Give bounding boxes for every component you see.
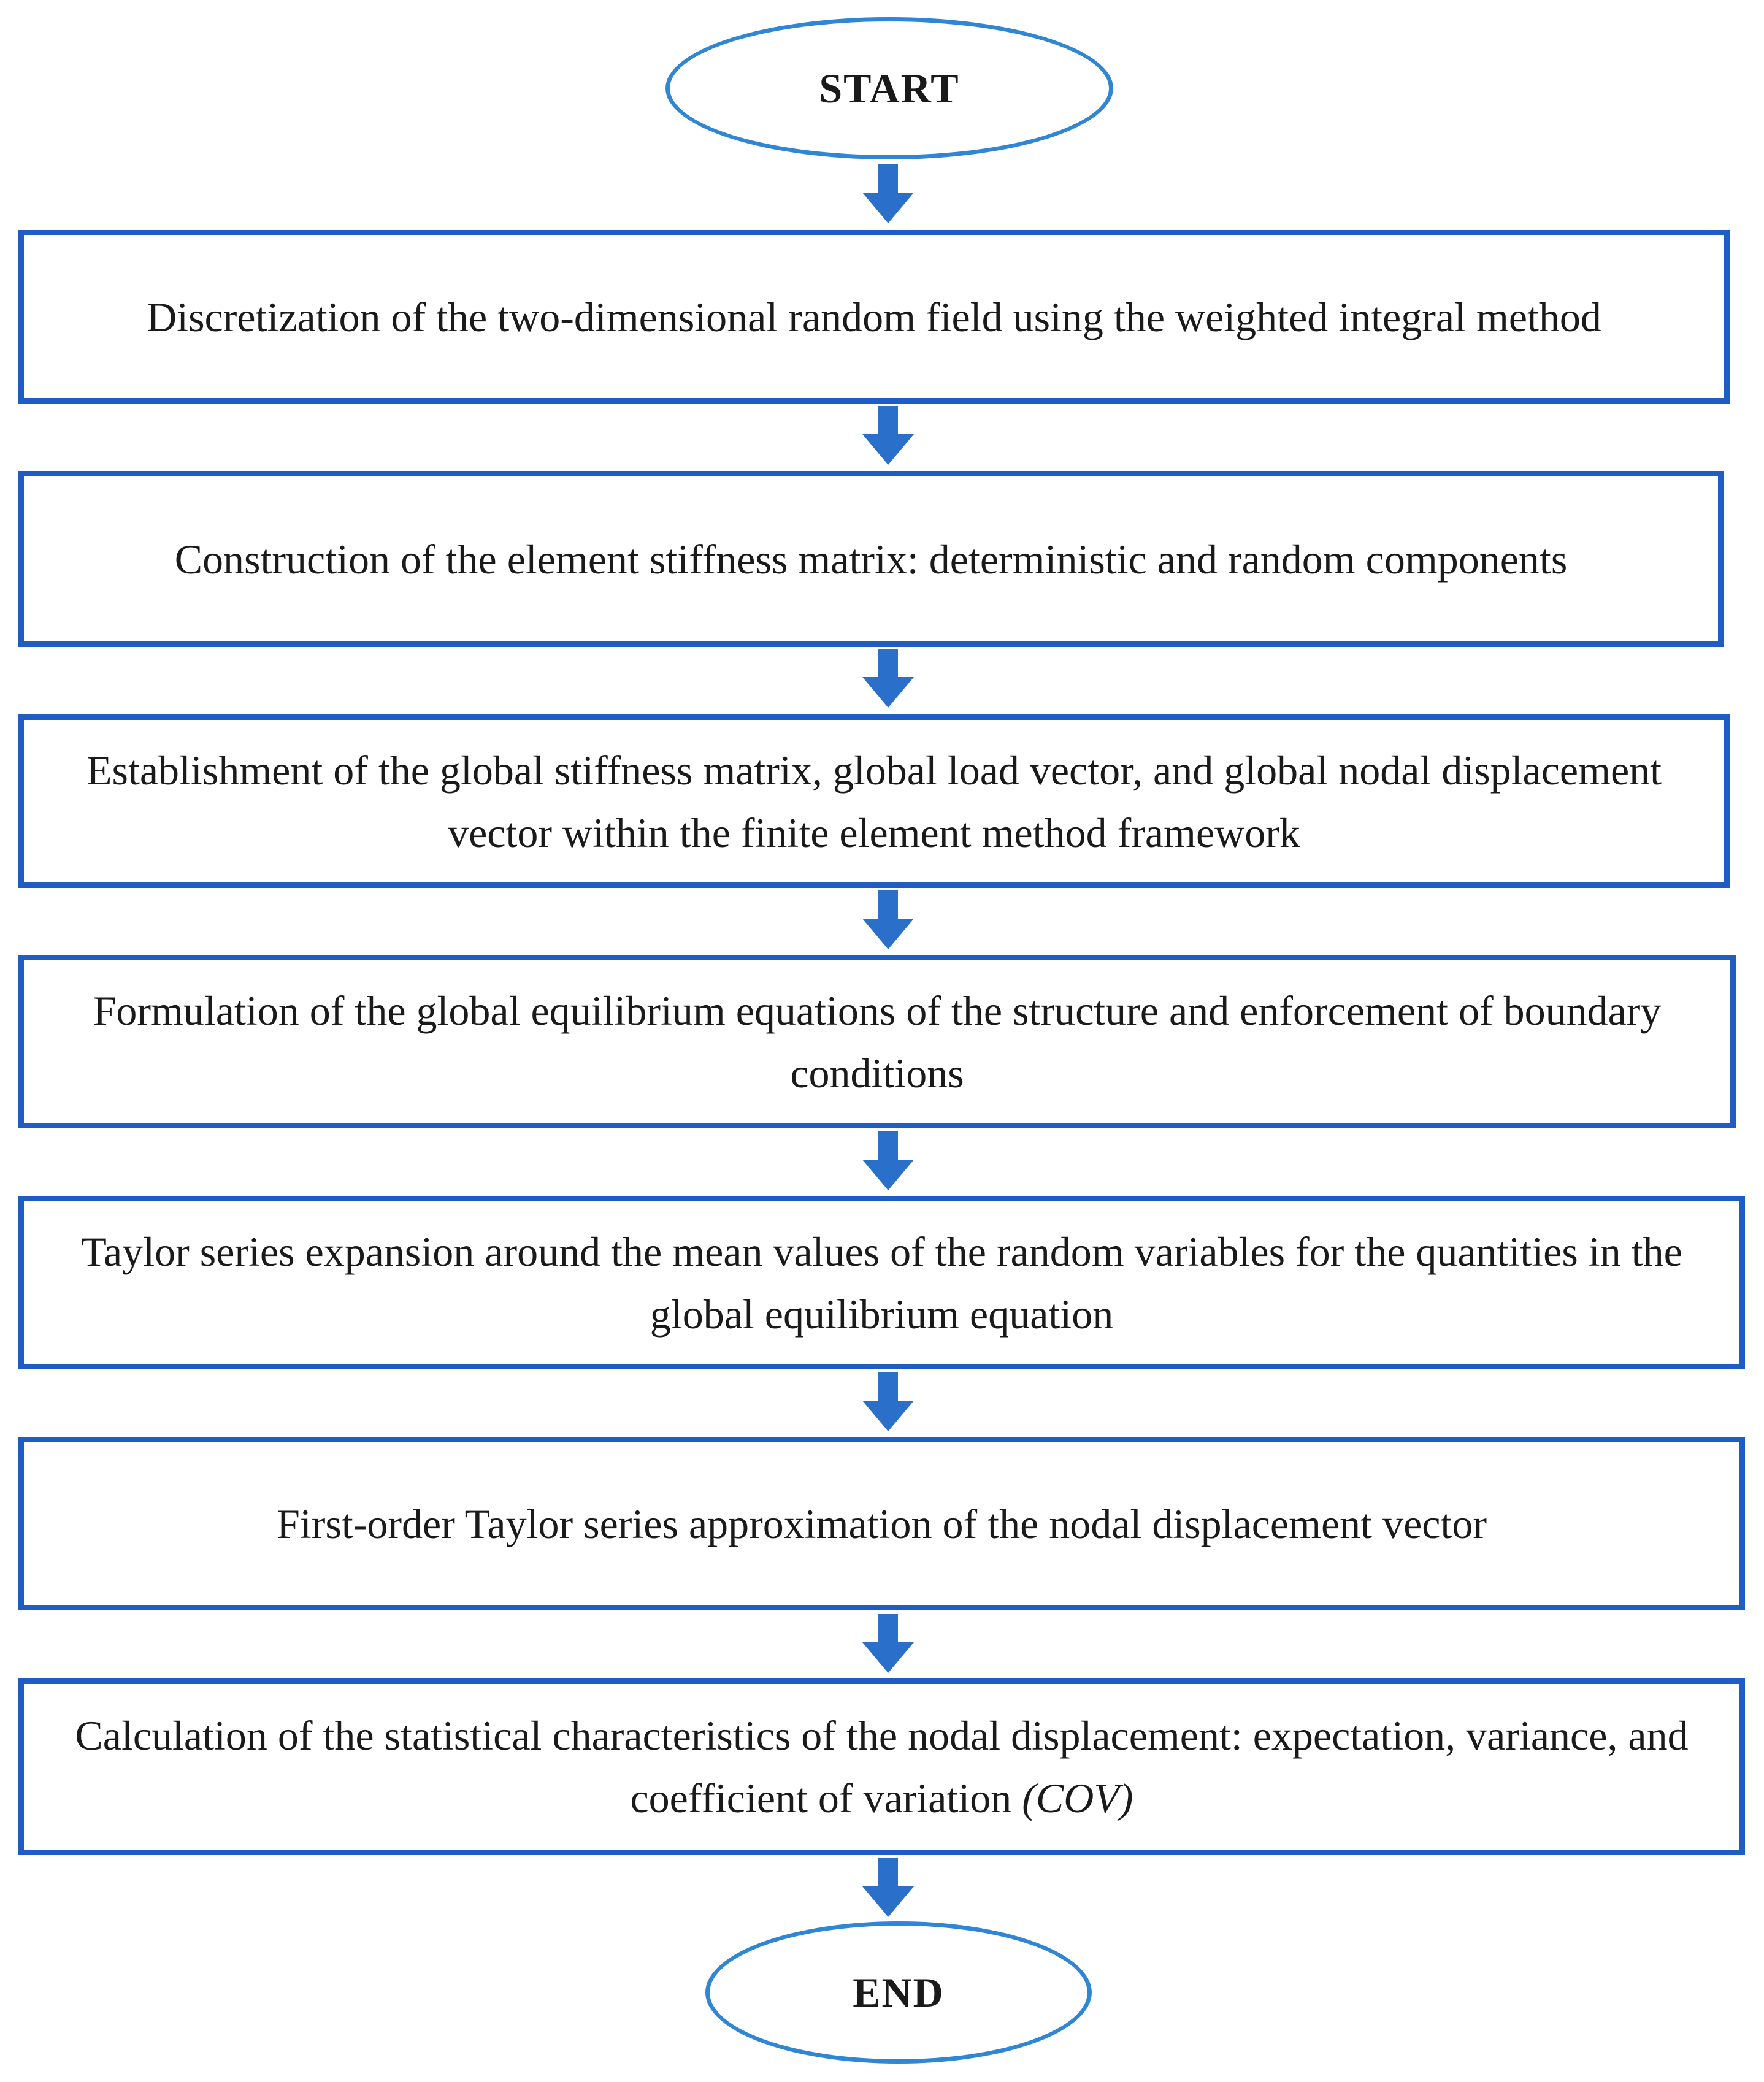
process-step-7: Calculation of the statistical character… [18, 1678, 1745, 1855]
down-arrow-icon [862, 1614, 914, 1673]
process-step-5: Taylor series expansion around the mean … [18, 1196, 1745, 1369]
process-step-6-text: First-order Taylor series approximation … [277, 1500, 1487, 1547]
end-terminal: END [705, 1921, 1092, 2064]
process-step-7-main-text: Calculation of the statistical character… [75, 1712, 1689, 1821]
process-step-7-text: Calculation of the statistical character… [61, 1704, 1703, 1829]
down-arrow-icon [862, 406, 914, 465]
process-step-3: Establishment of the global stiffness ma… [18, 714, 1730, 888]
start-terminal: START [665, 17, 1113, 159]
process-step-4: Formulation of the global equilibrium eq… [18, 955, 1736, 1128]
process-step-1-text: Discretization of the two-dimensional ra… [147, 293, 1601, 340]
process-step-2-text: Construction of the element stiffness ma… [174, 535, 1568, 583]
process-step-1: Discretization of the two-dimensional ra… [18, 230, 1730, 404]
end-label: END [853, 1969, 945, 2016]
down-arrow-icon [862, 164, 914, 223]
process-step-2: Construction of the element stiffness ma… [18, 471, 1724, 647]
start-label: START [819, 64, 960, 112]
process-step-7-italic-text: (COV) [1022, 1775, 1133, 1821]
down-arrow-icon [862, 1372, 914, 1431]
process-step-5-text: Taylor series expansion around the mean … [81, 1228, 1682, 1338]
down-arrow-icon [862, 1131, 914, 1190]
down-arrow-icon [862, 649, 914, 708]
down-arrow-icon [862, 890, 914, 949]
process-step-6: First-order Taylor series approximation … [18, 1437, 1745, 1610]
down-arrow-icon [862, 1858, 914, 1917]
process-step-4-text: Formulation of the global equilibrium eq… [93, 987, 1662, 1096]
process-step-3-text: Establishment of the global stiffness ma… [86, 746, 1662, 856]
